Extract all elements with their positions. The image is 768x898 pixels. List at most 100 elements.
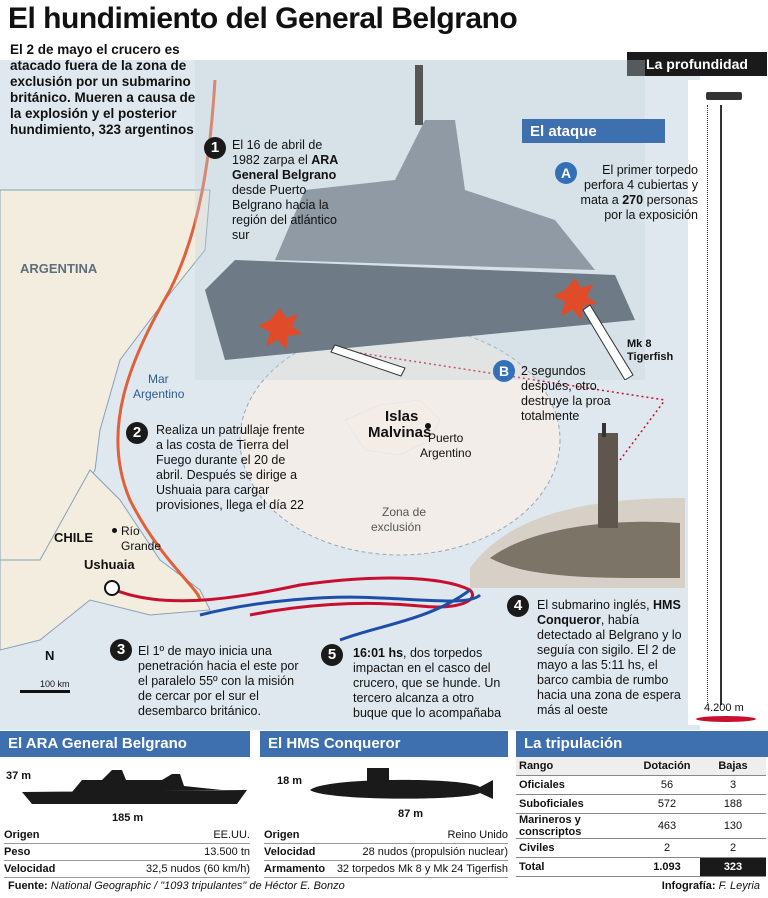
submarine-photo — [470, 423, 685, 588]
scale-bar — [20, 690, 70, 693]
table-row: Oficiales 56 3 — [516, 775, 766, 795]
belgrano-height: 37 m — [6, 770, 32, 782]
spec-label: Velocidad — [264, 846, 316, 858]
column-header: Dotación — [634, 757, 700, 776]
conqueror-length: 87 m — [398, 808, 424, 820]
crew-cell: 572 — [634, 794, 700, 814]
step-5-number: 5 — [321, 644, 343, 666]
casualties-cell: 323 — [700, 857, 766, 877]
ushuaia-marker — [104, 580, 120, 596]
step-5-text: 16:01 hs, dos torpedos impactan en el ca… — [353, 646, 502, 720]
intro-text: El 2 de mayo el crucero es atacado fuera… — [10, 42, 196, 137]
conqueror-specs: Origen Reino Unido Velocidad 28 nudos (pro… — [264, 827, 508, 878]
source-label: Fuente: — [8, 880, 48, 892]
crew-cell: 1.093 — [634, 857, 700, 877]
page-title: El hundimiento del General Belgrano — [8, 2, 518, 35]
label-malvinas: Malvinas — [368, 424, 432, 441]
table-total-row: Total 1.093 323 — [516, 857, 766, 877]
belgrano-title: El ARA General Belgrano — [0, 731, 250, 757]
credit-text: F. Leyria — [718, 880, 760, 892]
depth-panel — [688, 80, 766, 725]
label-argentino: Argentino — [133, 387, 185, 401]
column-header: Rango — [516, 757, 634, 776]
spec-value: 32,5 nudos (60 km/h) — [146, 863, 250, 875]
conqueror-height: 18 m — [277, 775, 303, 787]
credit-footer: Infografía: F. Leyria — [662, 880, 760, 892]
label-ushuaia: Ushuaia — [84, 557, 135, 572]
label-mar: Mar — [148, 372, 169, 386]
step-4-number: 4 — [507, 595, 529, 617]
belgrano-specs: Origen EE.UU. Peso 13.500 tn Velocidad 32,5… — [4, 827, 250, 878]
spec-label: Armamento — [264, 863, 326, 875]
spec-value: 32 torpedos Mk 8 y Mk 24 Tigerfish — [336, 863, 508, 875]
label-exclusion: exclusión — [371, 520, 422, 534]
step-1-text: El 16 de abril de 1982 zarpa el ARA Gene… — [232, 138, 338, 242]
label-zona: Zona de — [382, 505, 427, 519]
label-rio: Río — [121, 524, 140, 538]
rank-cell: Suboficiales — [516, 794, 634, 814]
attack-a-text: El primer torpedo perfora 4 cubiertas y … — [580, 163, 698, 222]
step-4-text: El submarino inglés, HMS Conqueror, habí… — [537, 598, 682, 717]
belgrano-photo — [195, 60, 645, 380]
rank-cell: Civiles — [516, 838, 634, 858]
casualties-cell: 188 — [700, 794, 766, 814]
puerto-argentino-dot — [425, 423, 431, 429]
belgrano-silhouette — [22, 770, 247, 804]
crew-cell: 463 — [634, 813, 700, 839]
spec-value: Reino Unido — [447, 829, 508, 841]
rank-cell: Oficiales — [516, 775, 634, 795]
step-1-number: 1 — [204, 137, 226, 159]
label-argentina: ARGENTINA — [20, 261, 98, 276]
label-islas: Islas — [385, 408, 419, 425]
table-row: Suboficiales 572 188 — [516, 794, 766, 814]
crew-table: Rango Dotación Bajas Oficiales 56 3 Subo… — [516, 757, 766, 877]
step-2-text: Realiza un patrullaje frente a las costa… — [156, 423, 305, 512]
crew-cell: 2 — [634, 838, 700, 858]
attack-title: El ataque — [522, 119, 665, 143]
spec-value: 13.500 tn — [204, 846, 250, 858]
step-3-text: El 1º de mayo inicia una penetración hac… — [138, 644, 299, 718]
belgrano-length: 185 m — [112, 812, 144, 824]
spec-label: Origen — [4, 829, 40, 841]
depth-title: La profundidad — [627, 52, 767, 76]
crew-cell: 56 — [634, 775, 700, 795]
step-3-number: 3 — [110, 639, 132, 661]
label-puerto-argentino: Argentino — [420, 446, 472, 460]
table-row: Marineros y conscriptos 463 130 — [516, 813, 766, 839]
spec-label: Velocidad — [4, 863, 56, 875]
spec-value: EE.UU. — [213, 829, 250, 841]
casualties-cell: 3 — [700, 775, 766, 795]
attack-b-text: 2 segundos después, otro destruye la pro… — [521, 364, 611, 423]
conqueror-silhouette — [310, 768, 493, 799]
spec-label: Peso — [4, 846, 31, 858]
badge-b: B — [493, 360, 515, 382]
map-background — [0, 60, 700, 730]
north-arrow: N — [45, 648, 55, 663]
label-grande: Grande — [121, 539, 162, 553]
rank-cell: Marineros y conscriptos — [516, 813, 634, 839]
casualties-cell: 2 — [700, 838, 766, 858]
depth-arrow — [720, 105, 722, 705]
table-header-row: Rango Dotación Bajas — [516, 757, 766, 776]
source-text: National Geographic / "1093 tripulantes"… — [50, 880, 345, 892]
depth-line — [707, 105, 708, 705]
credit-label: Infografía: — [661, 880, 716, 892]
badge-a: A — [555, 162, 577, 184]
depth-value: 4.200 m — [704, 702, 744, 714]
casualties-cell: 130 — [700, 813, 766, 839]
label-chile: CHILE — [54, 530, 93, 545]
spec-label: Origen — [264, 829, 300, 841]
crew-title: La tripulación — [516, 731, 768, 757]
seabed-mark — [696, 716, 756, 722]
torpedo-label: Mk 8 Tigerfish — [627, 338, 674, 363]
step-2-number: 2 — [126, 422, 148, 444]
source-footer: Fuente: National Geographic / "1093 trip… — [8, 880, 345, 892]
scale-label: 100 km — [40, 679, 70, 689]
rank-cell: Total — [516, 857, 634, 877]
label-puerto: Puerto — [428, 431, 464, 445]
column-header: Bajas — [700, 757, 766, 776]
rio-grande-dot — [112, 528, 117, 533]
spec-value: 28 nudos (propulsión nuclear) — [362, 846, 508, 858]
table-row: Civiles 2 2 — [516, 838, 766, 858]
conqueror-title: El HMS Conqueror — [260, 731, 508, 757]
